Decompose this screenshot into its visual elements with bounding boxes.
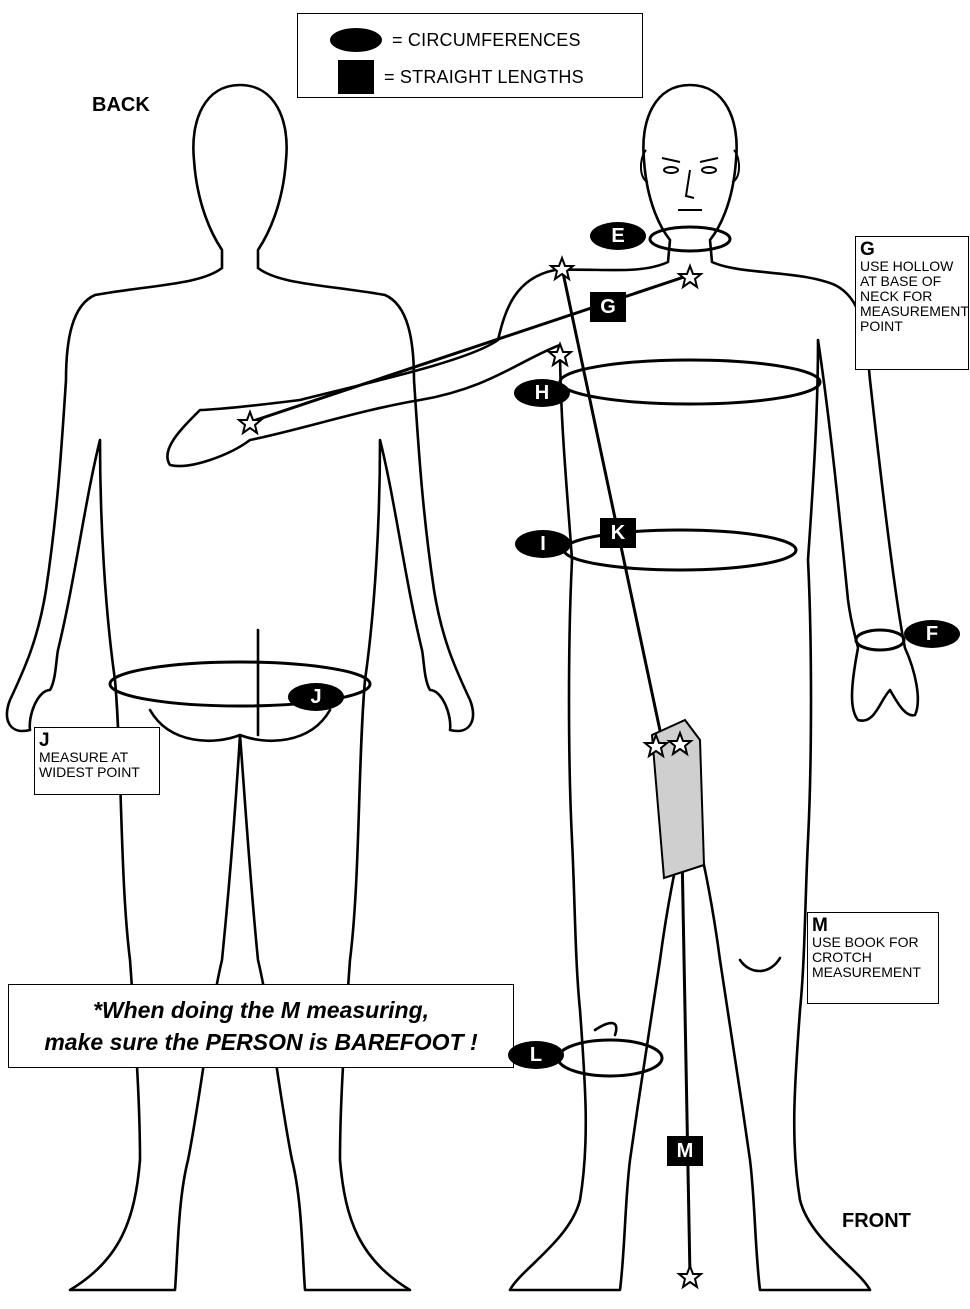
chest-band xyxy=(560,360,820,404)
front-face xyxy=(641,150,739,210)
wrist-band xyxy=(856,630,904,650)
front-view-label: FRONT xyxy=(842,1210,911,1233)
marker-f: F xyxy=(904,620,960,648)
back-buttocks-line xyxy=(150,710,330,741)
inseam-line-K xyxy=(562,268,662,740)
measurement-points xyxy=(239,258,701,1287)
marker-e: E xyxy=(590,222,646,250)
warning-line-2: make sure the PERSON is BAREFOOT ! xyxy=(9,1026,513,1058)
star-neck xyxy=(679,266,701,287)
marker-k: K xyxy=(600,518,636,548)
marker-i: I xyxy=(515,530,571,558)
note-j: J MEASURE AT WIDEST POINT xyxy=(34,727,160,795)
neck-band xyxy=(650,227,730,251)
marker-m: M xyxy=(667,1136,703,1166)
star-wrist xyxy=(239,412,261,433)
back-view-label: BACK xyxy=(92,94,150,117)
front-knee-lines xyxy=(595,958,780,1035)
legend-box: = CIRCUMFERENCES = STRAIGHT LENGTHS xyxy=(297,13,643,98)
square-symbol-icon xyxy=(338,60,374,94)
marker-l: L xyxy=(508,1041,564,1069)
legend-length-row: = STRAIGHT LENGTHS xyxy=(298,60,584,94)
note-g-text: USE HOLLOW AT BASE OF NECK FOR MEASUREME… xyxy=(860,259,964,334)
note-m: M USE BOOK FOR CROTCH MEASUREMENT xyxy=(807,912,939,1004)
marker-j: J xyxy=(288,683,344,711)
note-j-text: MEASURE AT WIDEST POINT xyxy=(39,750,155,780)
warning-line-1: *When doing the M measuring, xyxy=(9,994,513,1026)
legend-circumferences-label: = CIRCUMFERENCES xyxy=(392,30,581,51)
note-m-title: M xyxy=(812,916,934,935)
back-body-outline xyxy=(7,85,473,1290)
star-floor xyxy=(679,1266,701,1287)
star-shoulder xyxy=(551,258,573,279)
note-g-title: G xyxy=(860,240,964,259)
length-lines xyxy=(250,268,690,1276)
marker-h: H xyxy=(514,379,570,407)
note-j-title: J xyxy=(39,731,155,750)
note-m-text: USE BOOK FOR CROTCH MEASUREMENT xyxy=(812,935,934,980)
front-body-outline xyxy=(167,85,917,1290)
legend-circumference-row: = CIRCUMFERENCES xyxy=(298,28,581,52)
note-g: G USE HOLLOW AT BASE OF NECK FOR MEASURE… xyxy=(855,236,969,370)
barefoot-warning: *When doing the M measuring, make sure t… xyxy=(8,984,514,1068)
waist-band xyxy=(564,530,796,570)
marker-g: G xyxy=(590,292,626,322)
circumference-bands xyxy=(110,227,904,1076)
oval-symbol-icon xyxy=(330,28,382,52)
legend-straight-lengths-label: = STRAIGHT LENGTHS xyxy=(384,67,584,88)
